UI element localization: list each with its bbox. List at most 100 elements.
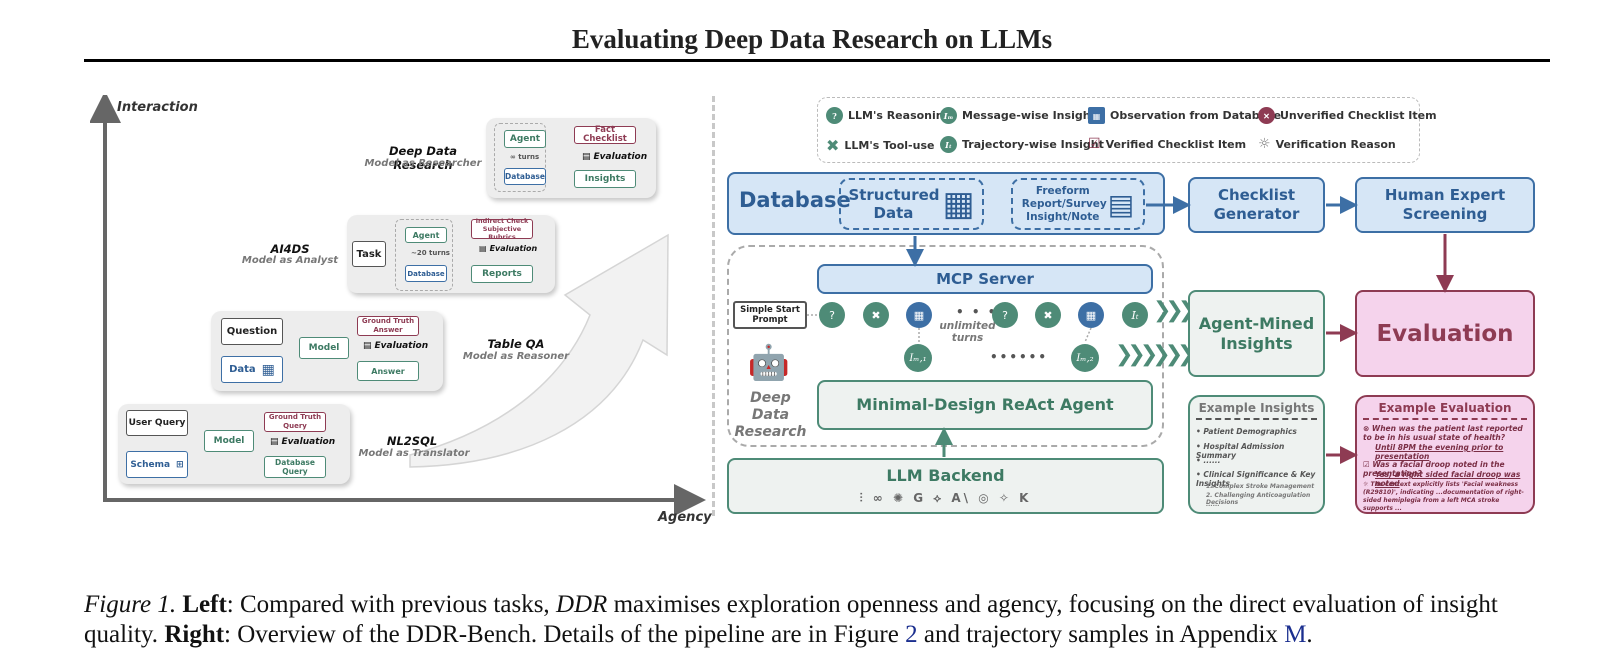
start-prompt-box: Simple Start Prompt xyxy=(733,301,807,329)
example-insights-title: Example Insights xyxy=(1198,401,1315,415)
freeform-report-box: Freeform Report/Survey Insight/Note ▤ xyxy=(1011,178,1145,230)
database-panel: Database Structured Data ▦ Freeform Repo… xyxy=(727,172,1165,235)
reasoning-node-icon: ? xyxy=(992,302,1018,328)
message-insight-2-icon: Iₘ,₂ xyxy=(1071,344,1099,372)
task-card-tableqa: Question Data▦ Model Ground Truth Answer… xyxy=(211,311,443,391)
message-insight-icon: Iₘ xyxy=(940,107,957,124)
task-card-ddr: Agent ∞ turns Database Fact Checklist ▤E… xyxy=(486,118,656,198)
reasoning-icon: ? xyxy=(826,107,843,124)
task-subtitle-tableqa: Model as Reasoner xyxy=(462,351,570,362)
title-rule xyxy=(84,59,1550,62)
insight-subitem: 2. Challenging Anticoagulation Decisions xyxy=(1206,492,1311,506)
turns-label: ~20 turns xyxy=(411,249,450,257)
doc-icon: ▤ xyxy=(270,437,279,447)
model-box: Model xyxy=(299,337,349,359)
question-box: Question xyxy=(221,318,283,345)
tool-node-icon: ✖ xyxy=(863,302,889,328)
evaluation-label: ▤Evaluation xyxy=(363,341,429,351)
ellipsis: • • • xyxy=(956,305,998,319)
insights-box: Insights xyxy=(574,170,636,188)
task-input-box: Task xyxy=(352,241,386,267)
example-insights: Example Insights • Patient Demographics … xyxy=(1188,395,1325,514)
example-evaluation-title: Example Evaluation xyxy=(1378,401,1512,415)
rubrics-box: Indirect Check Subjective Rubrics xyxy=(471,217,533,241)
x-circle-icon: ✕ xyxy=(1258,107,1275,124)
message-insight-1-icon: Iₘ,₁ xyxy=(904,344,932,372)
legend-reasoning: ?LLM's Reasoning xyxy=(826,107,951,124)
figure-caption: Figure 1. Left: Compared with previous t… xyxy=(84,591,1498,648)
hierarchy-icon: ⊞ xyxy=(176,459,184,470)
ground-truth-answer-box: Ground Truth Answer xyxy=(357,316,419,336)
structured-data-box: Structured Data ▦ xyxy=(839,178,984,230)
legend-reason: ☼Verification Reason xyxy=(1258,136,1396,152)
observation-node-icon: ▦ xyxy=(1078,302,1104,328)
observation-node-icon: ▦ xyxy=(906,302,932,328)
task-title-ai4ds: AI4DS xyxy=(270,242,310,256)
agent-mined-insights: Agent-Mined Insights xyxy=(1188,290,1325,377)
agent-box: Agent xyxy=(504,130,546,148)
example-evaluation: Example Evaluation ⊗ When was the patien… xyxy=(1355,395,1535,514)
insight-item: • Patient Demographics xyxy=(1196,427,1297,436)
checkbox-icon: ☑ xyxy=(1088,136,1101,152)
answer-box: Answer xyxy=(357,361,419,381)
progress-arrow xyxy=(409,233,669,468)
insight-item: • ...... xyxy=(1196,456,1221,465)
table-icon: ▦ xyxy=(1088,107,1105,124)
doc-icon: ▤ xyxy=(479,244,487,253)
trajectory-insight-icon: Iₜ xyxy=(1122,302,1148,328)
task-subtitle-nl2sql: Model as Translator xyxy=(358,448,470,459)
ellipsis: •••••• xyxy=(990,350,1049,364)
axes xyxy=(90,95,706,515)
turns-label: ∞ turns xyxy=(510,153,540,161)
task-card-nl2sql: User Query Schema⊞ Model Ground Truth Qu… xyxy=(118,404,350,484)
figure-link[interactable]: 2 xyxy=(905,621,918,648)
react-agent-box: Minimal-Design ReAct Agent xyxy=(817,380,1153,430)
legend-unverified: ✕Unverified Checklist Item xyxy=(1258,107,1437,124)
doc-icon: ▤ xyxy=(582,152,591,162)
table-icon: ▦ xyxy=(942,184,975,224)
eval-question-1: ⊗ When was the patient last reported to … xyxy=(1363,424,1523,442)
task-subtitle-ai4ds: Model as Analyst xyxy=(241,255,339,266)
evaluation-label: ▤Evaluation xyxy=(479,244,538,253)
database-title: Database xyxy=(739,188,851,212)
database-query-box: Database Query xyxy=(264,456,326,478)
panel-divider xyxy=(712,96,715,516)
eval-reason: ☼ The context explicitly lists 'Facial w… xyxy=(1363,481,1524,512)
task-title-tableqa: Table QA xyxy=(487,337,545,351)
checklist-generator: Checklist Generator xyxy=(1188,177,1325,233)
fact-checklist-box: Fact Checklist xyxy=(574,126,636,144)
model-logos-icon: ⫶ ∞ ✺ G ⟡ A\ ◎ ✧ K xyxy=(859,491,1032,505)
data-box: Data▦ xyxy=(221,356,283,383)
eval-answer-1: Until 8PM the evening prior to presentat… xyxy=(1375,443,1504,461)
lightbulb-icon: ☼ xyxy=(1363,481,1369,488)
chevrons-icon: ❯❯❯❯❯❯ xyxy=(1115,342,1196,367)
tools-icon: ✖ xyxy=(826,136,840,155)
x-axis-label: Agency xyxy=(658,510,712,525)
robot-icon: 🤖 xyxy=(747,343,791,383)
legend-verified: ☑Verified Checklist Item xyxy=(1088,136,1247,152)
insight-item: • Clinical Significance & Key Insights xyxy=(1196,470,1316,488)
eval-answer-2: Yes; a right sided facial droop was note… xyxy=(1375,470,1521,488)
reasoning-node-icon: ? xyxy=(819,302,845,328)
appendix-link[interactable]: M xyxy=(1284,621,1307,648)
user-query-box: User Query xyxy=(126,410,188,436)
agent-box: Agent xyxy=(405,227,447,243)
trajectory-insight-icon: Iₜ xyxy=(940,136,957,153)
page-title: Evaluating Deep Data Research on LLMs xyxy=(571,24,1053,54)
insight-subitem: 1. Complex Stroke Management xyxy=(1206,483,1315,490)
lightbulb-icon: ☼ xyxy=(1258,136,1271,152)
evaluation-label: ▤Evaluation xyxy=(582,152,648,162)
mcp-server: MCP Server xyxy=(817,264,1153,294)
legend-observation: ▦Observation from Database xyxy=(1088,107,1281,124)
schema-box: Schema⊞ xyxy=(126,451,188,478)
x-circle-icon: ⊗ xyxy=(1363,424,1370,433)
ddr-agent-label: Deep Data Research xyxy=(734,390,807,440)
tool-node-icon: ✖ xyxy=(1035,302,1061,328)
task-subtitle-ddr: Model as Researcher xyxy=(364,158,482,169)
task-title-ddr: Deep Data Research xyxy=(389,144,457,172)
checkbox-icon: ☑ xyxy=(1363,460,1370,469)
y-axis-label: Interaction xyxy=(117,100,198,115)
